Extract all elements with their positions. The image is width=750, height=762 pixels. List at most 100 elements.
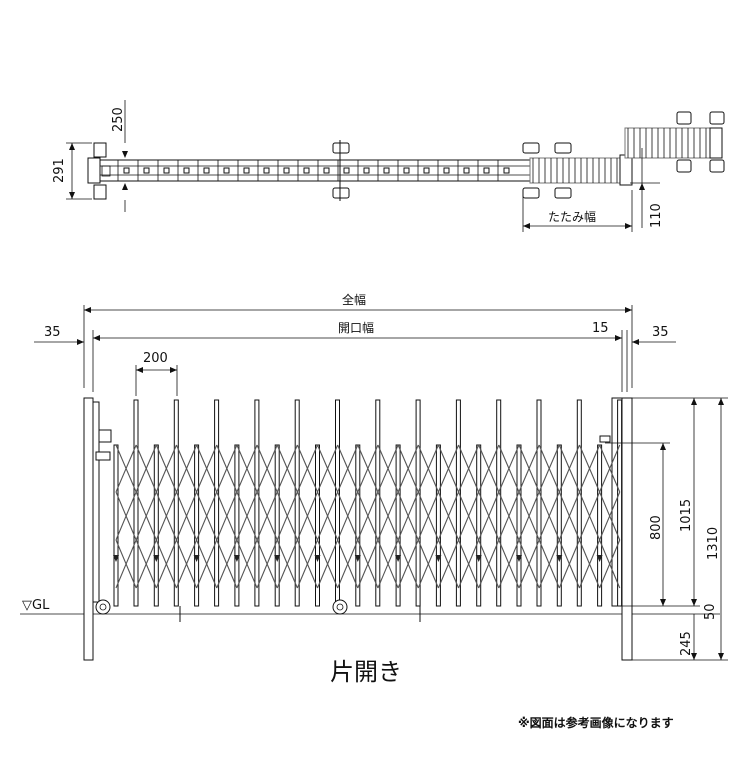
- lattice-strut: [216, 491, 238, 541]
- top-view: 291 250 110 たたみ幅: [52, 100, 725, 232]
- dim-250: 250: [111, 107, 126, 132]
- dim-15: 15: [592, 321, 609, 336]
- rail-bolt: [383, 167, 390, 174]
- lattice-strut: [276, 444, 298, 493]
- lattice-strut: [417, 539, 439, 589]
- lattice-strut: [357, 444, 379, 493]
- swung-panel: [624, 111, 725, 173]
- lattice-strut: [397, 444, 419, 493]
- lattice-strut: [316, 444, 339, 493]
- lattice-strut: [417, 444, 439, 493]
- lattice-strut: [256, 491, 278, 541]
- rail-stubs: [117, 160, 510, 181]
- lattice-strut: [316, 491, 339, 541]
- tall-bar: [455, 399, 461, 607]
- rail-bolt: [483, 167, 490, 174]
- lattice-strut: [196, 539, 218, 589]
- lattice-strut: [155, 539, 177, 589]
- stopper: [233, 555, 240, 562]
- lattice-strut: [538, 491, 560, 541]
- total-width-label: 全幅: [342, 292, 366, 307]
- opening-width-label: 開口幅: [338, 320, 374, 335]
- rail-bolt: [203, 167, 210, 174]
- dim-800: 800: [649, 515, 664, 540]
- short-bar: [113, 444, 119, 607]
- lattice-strut: [296, 539, 319, 589]
- lattice-strut: [115, 444, 137, 493]
- lattice-strut: [115, 539, 137, 589]
- lattice-strut: [558, 444, 580, 493]
- rail-bolt: [303, 167, 310, 174]
- lattice-strut: [236, 491, 258, 541]
- rail-bolt: [163, 167, 170, 174]
- lattice-strut: [216, 539, 238, 589]
- lattice-strut: [135, 491, 157, 541]
- tall-bar: [375, 399, 381, 607]
- rail-bolt: [183, 167, 190, 174]
- stopper: [516, 555, 522, 562]
- handle: [599, 435, 611, 443]
- lattice-strut: [377, 444, 399, 493]
- lattice-strut: [599, 539, 621, 589]
- reference-note: ※図面は参考画像になります: [518, 715, 674, 730]
- rail-bolt: [143, 167, 150, 174]
- caster-wheel-left: [95, 599, 111, 615]
- lattice-strut: [377, 539, 399, 589]
- rail-bolt: [403, 167, 410, 174]
- lattice-strut: [357, 491, 379, 541]
- stopper: [113, 555, 119, 562]
- lattice-strut: [578, 444, 601, 493]
- lattice-strut: [196, 444, 218, 493]
- lattice-strut: [558, 491, 580, 541]
- rail-bolt: [503, 167, 510, 174]
- short-bar: [274, 444, 280, 607]
- lattice-strut: [578, 491, 601, 541]
- rail-bolt: [243, 167, 250, 174]
- lattice-strut: [216, 444, 238, 493]
- lattice-strut: [175, 491, 198, 541]
- lattice-strut: [458, 491, 480, 541]
- rail-bolt: [443, 167, 450, 174]
- lattice-strut: [397, 491, 419, 541]
- lattice-strut: [437, 539, 460, 589]
- lattice-strut: [578, 539, 601, 589]
- lattice-strut: [135, 444, 157, 493]
- folded-stack: [522, 142, 633, 199]
- lattice-strut: [296, 444, 319, 493]
- dim-110: 110: [649, 203, 664, 228]
- lattice-strut: [276, 539, 298, 589]
- lattice-strut: [337, 539, 359, 589]
- rail-bolt: [283, 167, 290, 174]
- lattice-strut: [558, 539, 580, 589]
- stopper: [314, 555, 321, 562]
- lattice-strut: [518, 444, 540, 493]
- tall-bar: [496, 399, 502, 607]
- dim-291: 291: [52, 158, 67, 183]
- rail-bolt: [363, 167, 370, 174]
- folded-width-label: たたみ幅: [548, 209, 596, 224]
- rail-bolt: [123, 167, 130, 174]
- short-bar: [153, 444, 159, 607]
- lattice-strut: [337, 491, 359, 541]
- dim-1310: 1310: [706, 527, 721, 560]
- lattice-strut: [155, 491, 177, 541]
- stopper: [556, 555, 563, 562]
- rail-bolt: [263, 167, 270, 174]
- lattice-strut: [196, 491, 218, 541]
- lattice-strut: [478, 491, 500, 541]
- stopper: [395, 555, 402, 562]
- lattice-strut: [458, 444, 480, 493]
- lattice-strut: [498, 539, 520, 589]
- right-post: [621, 397, 633, 661]
- lattice-strut: [115, 491, 137, 541]
- short-bar: [194, 444, 200, 607]
- lattice-strut: [599, 444, 621, 493]
- short-bar: [234, 444, 240, 607]
- lattice-strut: [478, 444, 500, 493]
- stopper: [193, 555, 200, 562]
- short-bar: [597, 444, 603, 607]
- rail-bolt: [223, 167, 230, 174]
- lattice-strut: [337, 444, 359, 493]
- tall-bar: [536, 399, 542, 607]
- dim-35-right: 35: [652, 325, 669, 340]
